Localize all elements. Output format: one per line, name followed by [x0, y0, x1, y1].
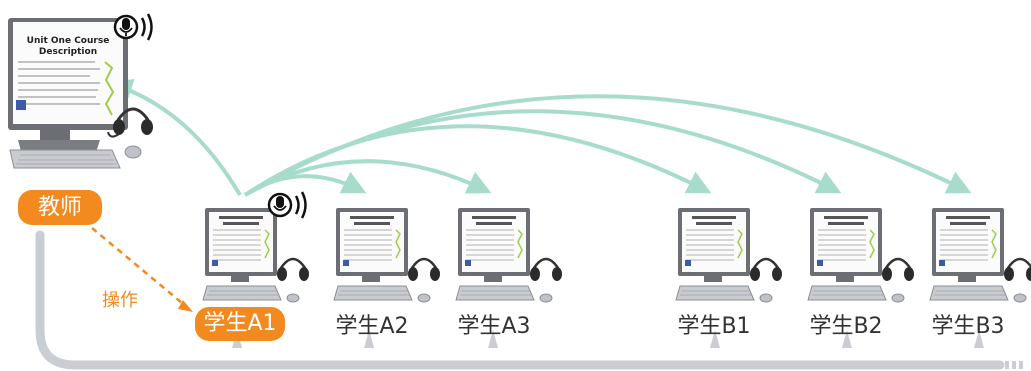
arrow-to-teacher	[108, 78, 242, 197]
student-computer	[675, 208, 782, 303]
student-computer	[333, 208, 440, 303]
headset-icon	[1004, 257, 1031, 281]
arrow-to-a3	[244, 159, 492, 197]
headset-icon	[107, 107, 153, 138]
network-bus	[35, 230, 1023, 370]
teacher-screen-title-1: Unit One Course	[27, 36, 110, 46]
headset-icon	[882, 257, 914, 281]
student-computer	[807, 208, 914, 303]
teacher-screen-title-2: Description	[39, 47, 97, 57]
student-label-2: 学生A2	[335, 314, 409, 339]
student-computers	[202, 191, 1031, 303]
operate-label: 操作	[102, 290, 138, 311]
teacher-label: 教师	[18, 190, 102, 225]
student-computer	[455, 208, 562, 303]
microphone-icon	[113, 13, 153, 41]
student-label-5: 学生B2	[809, 314, 883, 339]
broadcast-arrows	[108, 78, 972, 197]
headset-icon	[277, 257, 309, 281]
headset-icon	[530, 257, 562, 281]
student-label-1: 学生A1	[195, 307, 285, 341]
headset-icon	[750, 257, 782, 281]
teacher-computer: Unit One Course Description	[8, 18, 142, 169]
arrow-to-b3	[243, 94, 972, 197]
student-label-4: 学生B1	[677, 314, 751, 339]
student-computer	[202, 191, 309, 303]
microphone-icon	[267, 191, 307, 219]
student-label-6: 学生B3	[931, 314, 1005, 339]
student-label-3: 学生A3	[457, 314, 531, 339]
headset-icon	[408, 257, 440, 281]
operate-arrow	[91, 227, 193, 312]
student-computer	[929, 208, 1031, 303]
arrow-to-b2	[243, 109, 842, 197]
